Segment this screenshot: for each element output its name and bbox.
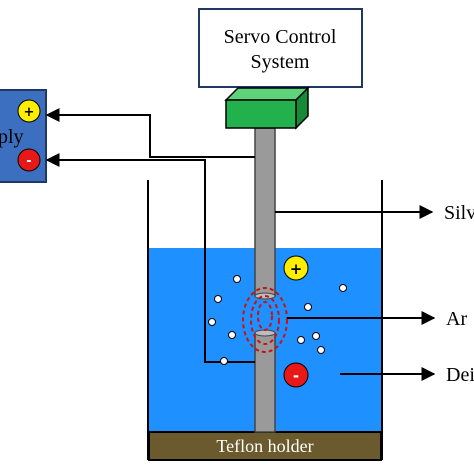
power-supply: ply + - bbox=[0, 89, 47, 183]
particle bbox=[214, 295, 222, 303]
negative-lead-wire bbox=[45, 153, 255, 363]
power-minus-symbol: - bbox=[26, 154, 31, 169]
water-label: Dei bbox=[446, 364, 474, 386]
servo-label-line1: Servo Control bbox=[224, 26, 337, 48]
minus-icon bbox=[17, 148, 41, 172]
plus-icon bbox=[17, 99, 41, 123]
nanoparticles bbox=[208, 275, 347, 365]
arc-middle-outline bbox=[250, 295, 280, 345]
particle bbox=[297, 336, 305, 344]
servo-block-top bbox=[224, 87, 310, 101]
wiring bbox=[45, 108, 255, 363]
servo-block-front bbox=[225, 99, 297, 129]
teflon-holder-label: Teflon holder bbox=[216, 436, 313, 456]
lower-electrode bbox=[254, 332, 276, 433]
servo-box-frame bbox=[198, 8, 363, 88]
silver-wire-label: Silv bbox=[444, 202, 474, 224]
servo-label-line2: System bbox=[251, 51, 310, 73]
arc-outer-outline bbox=[242, 287, 288, 353]
power-plus-symbol: + bbox=[24, 105, 35, 120]
minus-icon bbox=[283, 362, 309, 388]
upper-electrode-tip bbox=[254, 292, 276, 300]
tank bbox=[147, 180, 383, 460]
arc-label: Ar bbox=[446, 308, 467, 330]
negative-ion-symbol: - bbox=[293, 367, 299, 385]
particle bbox=[312, 332, 320, 340]
particle bbox=[228, 331, 236, 339]
particle bbox=[233, 275, 241, 283]
particle bbox=[304, 303, 312, 311]
positive-lead-wire bbox=[45, 108, 255, 158]
particle bbox=[339, 284, 347, 292]
upper-electrode bbox=[254, 127, 276, 297]
power-plus-terminal: + bbox=[17, 99, 41, 123]
particle bbox=[220, 357, 228, 365]
positive-ion: + bbox=[283, 255, 309, 281]
callout-arrows bbox=[275, 205, 436, 381]
plus-icon bbox=[283, 255, 309, 281]
particle bbox=[208, 318, 216, 326]
power-supply-label: ply bbox=[0, 126, 24, 148]
teflon-holder: Teflon holder bbox=[148, 431, 382, 461]
arc-discharge bbox=[242, 287, 288, 353]
arc-inner-outline bbox=[257, 301, 273, 331]
power-minus-terminal: - bbox=[17, 148, 41, 172]
servo-actuator-block bbox=[224, 86, 310, 130]
servo-control-box: Servo Control System bbox=[198, 8, 363, 88]
negative-ion: - bbox=[283, 362, 309, 388]
teflon-holder-block bbox=[148, 431, 382, 461]
positive-ion-symbol: + bbox=[290, 260, 303, 278]
particle bbox=[317, 346, 325, 354]
